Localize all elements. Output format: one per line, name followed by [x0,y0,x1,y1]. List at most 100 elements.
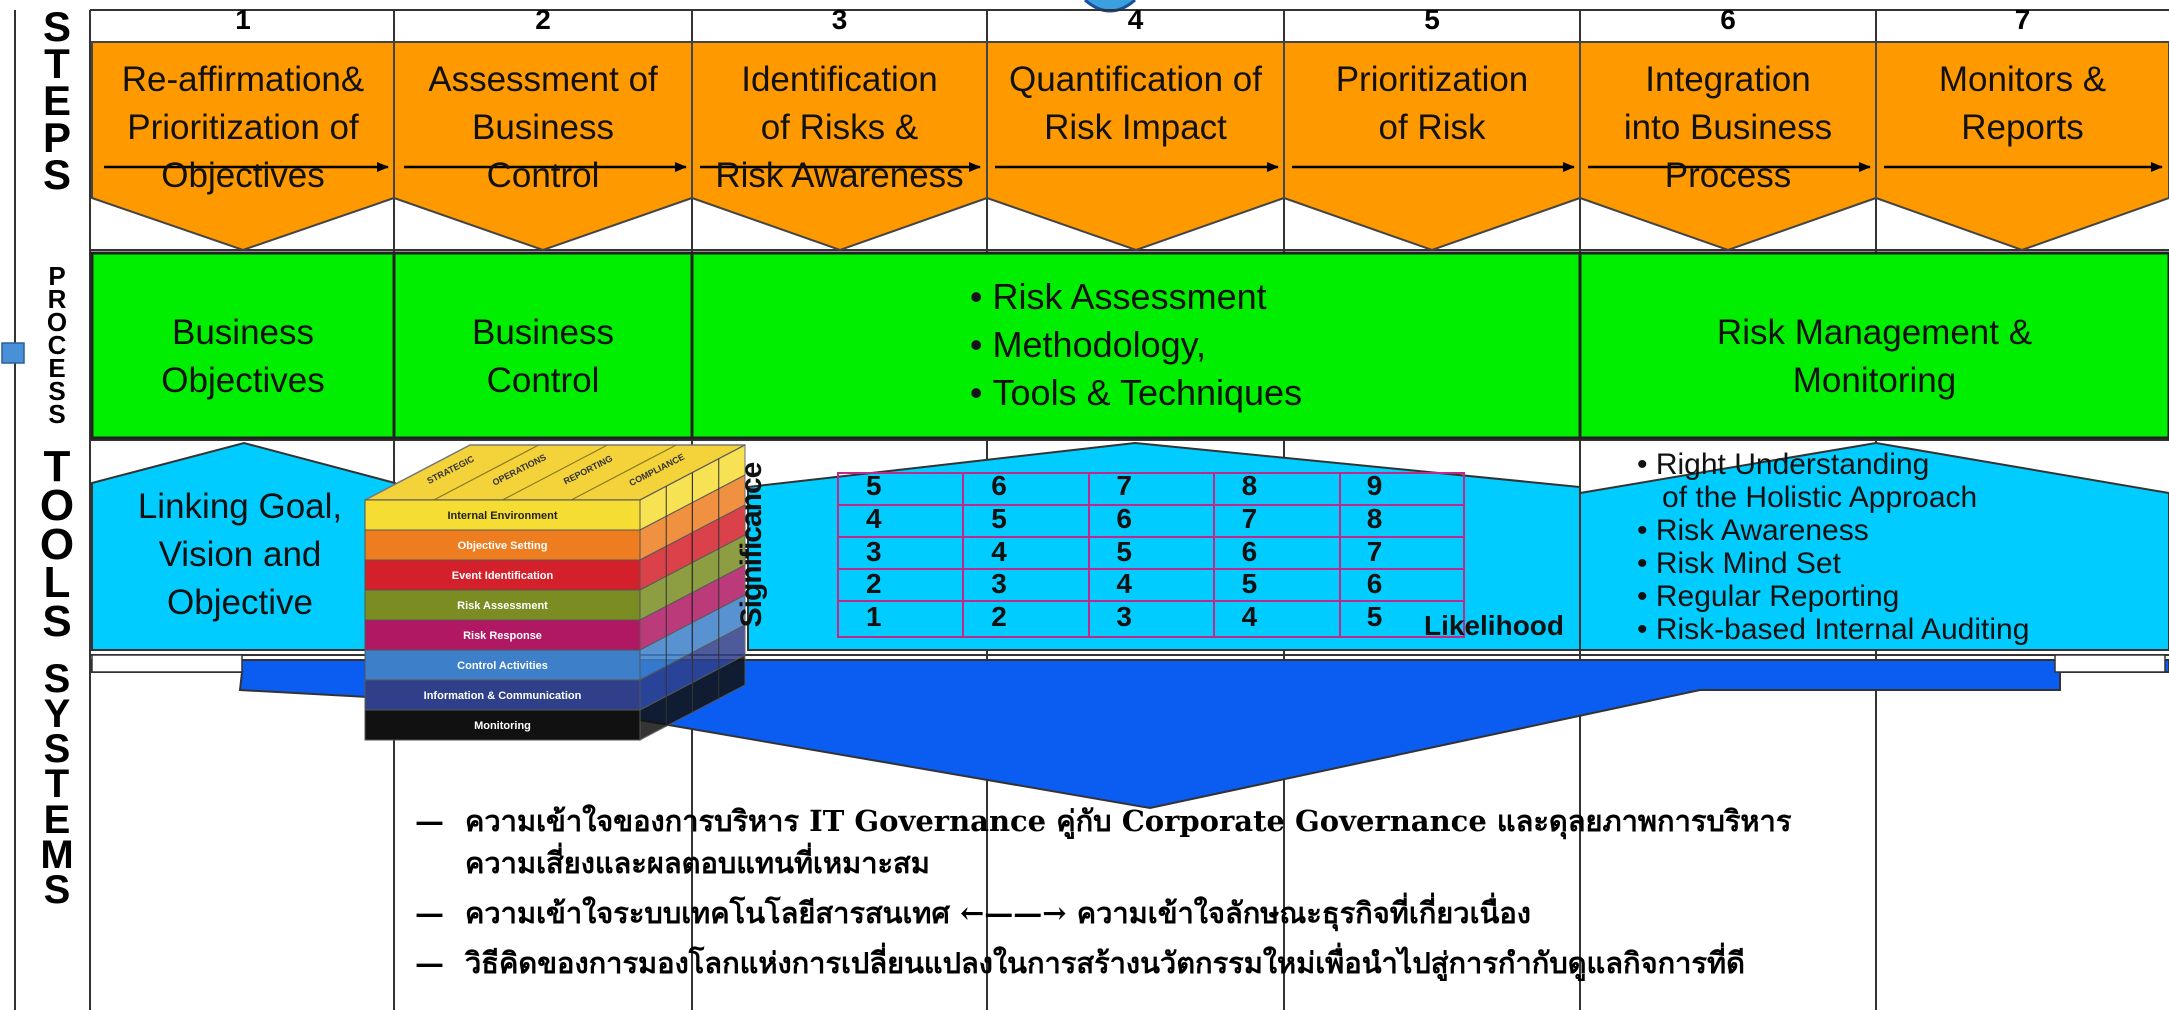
row-label-letter: S [43,656,71,701]
bullet-item: Regular Reporting [1637,580,2157,613]
row-label-letter: S [42,3,71,51]
matrix-cell: 3 [1116,601,1132,633]
matrix-cell: 5 [866,470,882,501]
matrix-y-label: Significance [735,462,768,628]
matrix-cell: 5 [1116,535,1132,567]
matrix-cell: 5 [1366,601,1383,633]
matrix-cell: 2 [991,601,1007,633]
row-label-letter: C [47,330,67,361]
bullet-item: Risk Awareness [1637,514,2157,547]
bullet-item: Right Understanding [1637,448,2157,481]
row-label-letter: O [39,480,75,530]
row-label-letter: S [48,398,66,429]
row-label-letter: T [44,762,70,807]
cube-layer-label: Internal Environment [447,510,557,522]
matrix-x-label: Likelihood [1424,610,1564,641]
row-label-letter: S [42,150,71,198]
row-label-letter: E [48,352,66,383]
step-number-4: 4 [1127,4,1144,35]
row-label-letter: T [44,40,70,88]
process-risk-management: Risk Management &Monitoring [1716,313,2033,400]
row-label-letter: P [42,113,71,161]
matrix-cell: 7 [1241,502,1258,534]
cube-layer-label: Control Activities [457,660,548,672]
risk-assessment-item: Methodology, [970,321,1302,369]
step-number-3: 3 [831,4,848,35]
matrix-cell: 5 [991,502,1007,534]
matrix-cell: 8 [1366,502,1383,534]
step-number-1: 1 [235,4,251,35]
row-label-letter: S [48,375,66,406]
risk-assessment-item: Risk Assessment [970,273,1302,321]
matrix-cell: 4 [991,535,1007,567]
matrix-cell: 8 [1241,470,1258,501]
matrix-cell: 6 [991,470,1007,501]
matrix-cell: 4 [1241,601,1258,633]
row-label-letter: O [39,519,75,569]
bullet-item: Risk-based Internal Auditing [1637,613,2157,646]
matrix-cell: 7 [1366,535,1383,567]
row-label-letter: R [47,284,67,315]
cube-layer-label: Event Identification [452,570,554,582]
bullet-item: Risk Mind Set [1637,547,2157,580]
risk-matrix-grid [837,472,1465,638]
matrix-cell: 2 [866,568,882,600]
matrix-cell: 4 [866,502,882,534]
matrix-cell: 3 [866,535,882,567]
matrix-cell: 3 [991,568,1007,600]
row-label-letter: O [46,307,68,338]
matrix-cell: 6 [1116,502,1132,534]
step-number-6: 6 [1720,4,1736,35]
cube-layer [364,709,641,741]
row-marker [1,342,25,364]
row-label-letter: Y [43,692,71,737]
systems-line-1: — ความเข้าใจของการบริหาร IT Governance ค… [415,804,1792,880]
matrix-cell: 7 [1116,470,1132,501]
cube-layer [364,679,641,711]
systems-text-block: — ความเข้าใจของการบริหาร IT Governance ค… [415,800,2115,984]
tools-bullet-list: Right Understanding of the Holistic Appr… [1637,448,2157,646]
cube-layer-label: Objective Setting [458,540,548,552]
process-risk-assessment: Risk Assessment Methodology, Tools & Tec… [692,265,1580,425]
matrix-cell: 4 [1116,568,1132,600]
systems-line-3: — วิธีคิดของการมองโลกแห่งการเปลี่ยนแปลงใ… [415,946,1745,980]
row-label-letter: P [48,261,66,292]
row-label-letter: E [43,797,71,842]
cube-layer-label: Risk Response [463,630,542,642]
row-label-letter: S [43,727,71,772]
systems-line-2: — ความเข้าใจระบบเทคโนโลยีสารสนเทศ ←——→ ค… [415,896,1531,930]
risk-assessment-item: Tools & Techniques [970,369,1303,417]
cube-layer-label: Risk Assessment [457,600,548,612]
row-label-letter: M [40,832,74,877]
matrix-cell: 6 [1241,535,1258,567]
row-label-letter: T [43,442,71,492]
risk-assessment-list: Risk Assessment Methodology, Tools & Tec… [970,273,1303,417]
row-label-letter: S [42,597,72,647]
steps-chevrons [91,41,2169,252]
step-number-5: 5 [1424,4,1440,35]
matrix-cell: 1 [866,601,882,633]
row-label-letter: L [43,558,71,608]
row-label-letter: S [43,867,71,912]
matrix-cell: 9 [1366,470,1383,501]
matrix-cell: 6 [1366,568,1383,600]
bullet-item: of the Holistic Approach [1662,481,1978,514]
step-number-2: 2 [535,4,551,35]
cube-layer-label: Information & Communication [424,690,582,702]
cube-layer-label: Monitoring [474,720,531,732]
step-7-text: Monitors &Reports [1938,60,2107,147]
row-label-letter: E [42,77,71,125]
